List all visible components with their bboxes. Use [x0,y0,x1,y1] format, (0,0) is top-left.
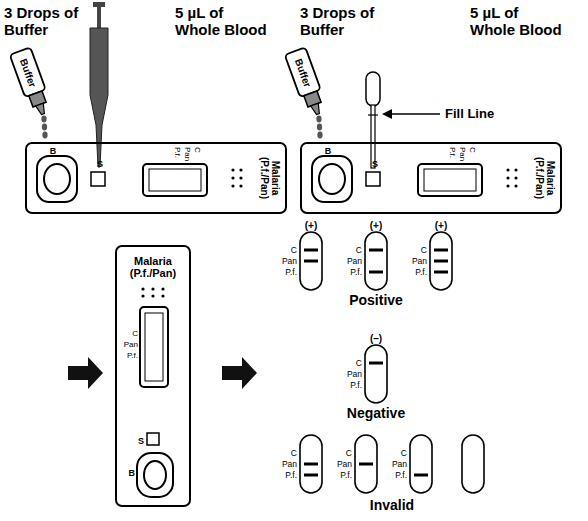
process-arrow [68,357,103,389]
instruction-label: 5 µL of Whole Blood [470,4,562,38]
instruction-label: Pan [412,256,427,266]
instruction-label: P.f. [285,470,297,480]
capillary-dropper [366,72,380,168]
instruction-label: (+) [305,220,318,231]
cassette-label: Malaria (P.f./Pan) [259,147,281,209]
instruction-label: (+) [435,220,448,231]
cassette-label: S [97,159,103,169]
instruction-label: Fill Line [445,106,494,121]
instruction-label: C [421,245,427,255]
buffer-bottle [285,47,329,117]
instruction-label: Pan [337,459,352,469]
instruction-label: 5 µL of Whole Blood [175,4,267,38]
test-cassette: B S CPanP.f. Malaria (P.f./Pan) [25,142,287,214]
cassette-label: S [138,436,144,446]
cassette-parts [312,156,518,202]
cassette-label: C [193,147,202,153]
instruction-label: 3 Drops of Buffer [4,4,96,38]
buffer-bottle [10,47,54,117]
instruction-label: P.f. [285,267,297,277]
instruction-label: (+) [370,220,383,231]
buffer-drops [41,116,47,139]
instruction-label: C [291,245,297,255]
instruction-label: P.f. [340,470,352,480]
cassette-label: B [129,468,136,478]
result-window [300,232,322,290]
cassette-label: Malaria (P.f./Pan) [534,147,556,209]
instruction-label: P.f. [415,267,427,277]
result-window [365,232,387,290]
buffer-drops [316,116,322,139]
instruction-label: Pan [347,256,362,266]
instruction-label: C [346,448,352,458]
result-window [430,232,452,290]
instruction-label: Buffer [18,57,38,88]
instruction-label: Pan [282,459,297,469]
cassette-label: Pan [458,147,467,161]
instruction-label: (–) [370,333,382,344]
cassette-label: Pan [124,340,138,349]
cassette-label: Malaria (P.f./Pan) [118,255,188,279]
instruction-label: Negative [347,405,405,421]
cassette-parts [37,156,243,202]
result-window [462,435,484,493]
instruction-label: C [291,448,297,458]
process-arrow [222,357,257,389]
result-window [355,435,377,493]
instruction-label: C [401,448,407,458]
instruction-label: C [356,245,362,255]
instruction-label: Pan [392,459,407,469]
cassette-label: B [325,146,332,156]
cassette-label: C [132,329,138,338]
instruction-label: P.f. [350,267,362,277]
cassette-label: P.f. [173,147,182,158]
instruction-label: Invalid [370,497,414,513]
instruction-label: Pan [347,369,362,379]
instruction-label: P.f. [395,470,407,480]
instruction-label: Buffer [293,57,313,88]
instruction-label: C [356,358,362,368]
cassette-label: S [372,159,378,169]
cassette-label: Pan [183,147,192,161]
instruction-label: Pan [282,256,297,266]
instruction-label: Positive [349,292,403,308]
instruction-label: 3 Drops of Buffer [300,4,392,38]
instruction-label: P.f. [350,380,362,390]
cassette-parts [137,287,173,497]
test-cassette: Malaria (P.f./Pan) C PanP.f. S B [115,245,191,507]
cassette-label: B [50,146,57,156]
cassette-label: P.f. [448,147,457,158]
result-window [300,435,322,493]
result-window [410,435,432,493]
test-cassette: B S CPanP.f. Malaria (P.f./Pan) [300,142,562,214]
cassette-label: P.f. [127,351,138,360]
fill-line-arrow [382,109,440,119]
result-window [365,345,387,403]
cassette-label: C [468,147,477,153]
